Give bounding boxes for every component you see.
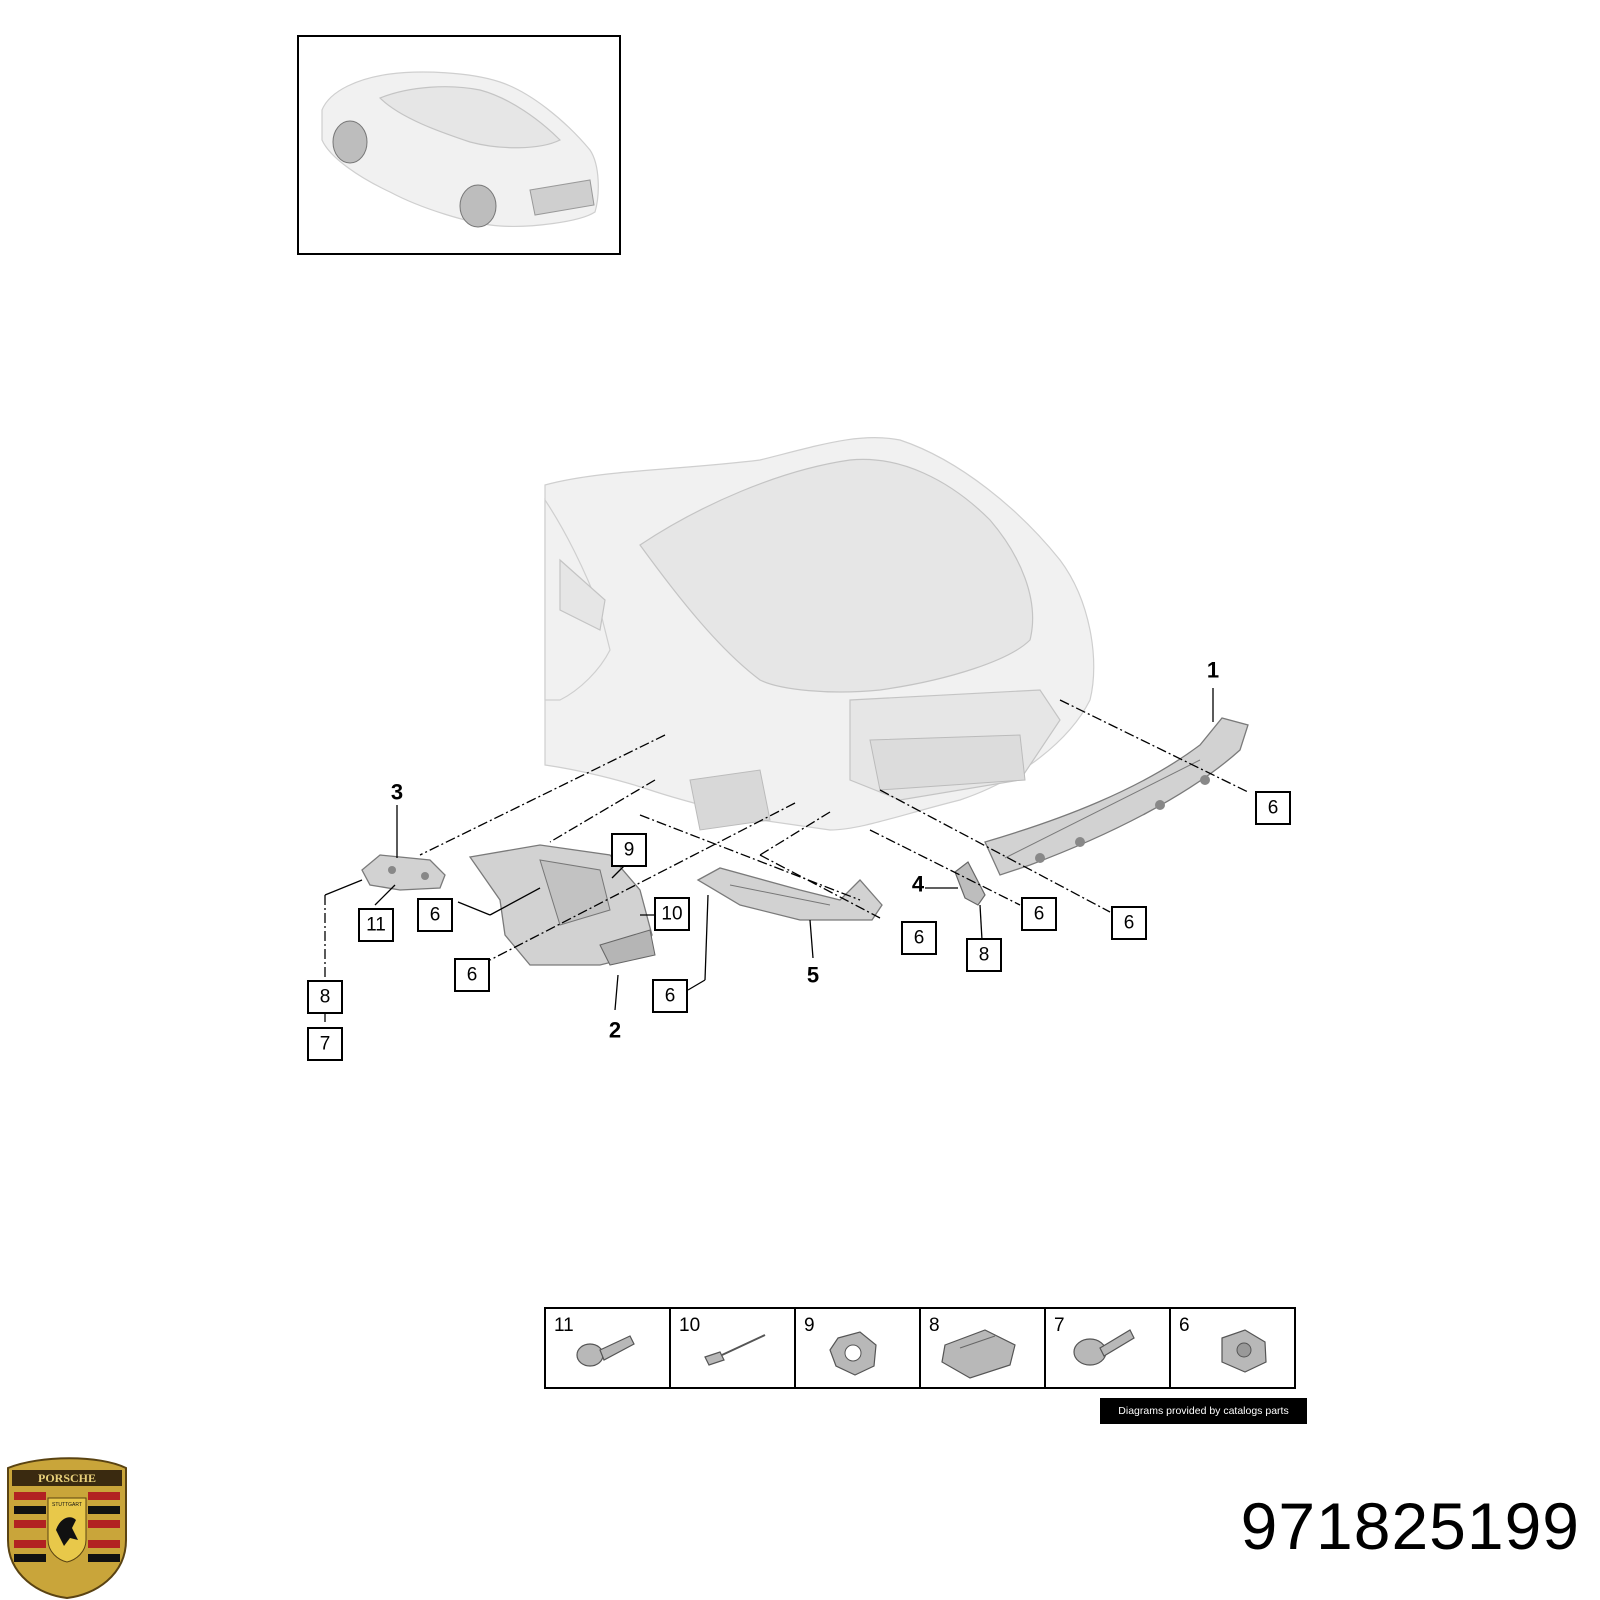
- svg-text:6: 6: [665, 986, 676, 1007]
- callout-box-10: 10: [654, 897, 690, 931]
- logo-brand: PORSCHE: [38, 1471, 96, 1485]
- callout-box-6g: 6: [652, 979, 688, 1013]
- callout-box-9: 9: [611, 833, 647, 867]
- callout-box-6a: 6: [1255, 791, 1291, 825]
- part-3-bracket: [361, 854, 446, 891]
- svg-text:8: 8: [979, 945, 990, 966]
- part-2-guide-bracket: [468, 844, 656, 966]
- legend-number: 9: [804, 1315, 815, 1336]
- callout-box-11: 11: [358, 908, 394, 942]
- legend-number: 11: [554, 1315, 574, 1336]
- legend-number: 7: [1054, 1315, 1065, 1336]
- hardware-legend: 11 10 9 8 7 6: [544, 1307, 1296, 1389]
- legend-number: 10: [679, 1315, 700, 1336]
- logo-sub: STUTTGART: [52, 1502, 82, 1508]
- callout-box-6b: 6: [1111, 906, 1147, 940]
- rivet-icon: [704, 1334, 766, 1366]
- car-rear-body: [544, 436, 1095, 831]
- lock-washer-icon: [829, 1331, 877, 1376]
- diagram-credit: Diagrams provided by catalogs parts: [1100, 1398, 1307, 1424]
- callout-box-8b: 8: [966, 938, 1002, 972]
- part-5-center-guide: [696, 867, 883, 921]
- label-part-2: 2: [609, 1018, 621, 1043]
- svg-text:8: 8: [320, 987, 331, 1008]
- svg-text:9: 9: [624, 840, 635, 861]
- svg-text:7: 7: [320, 1034, 331, 1055]
- bolt-flange-icon: [576, 1335, 635, 1367]
- callout-box-8a: 8: [307, 980, 343, 1014]
- porsche-crest-logo: PORSCHE STUTTGART: [7, 1457, 127, 1600]
- clip-nut-icon: [941, 1329, 1016, 1379]
- car-overview-icon: [321, 71, 599, 228]
- leader-lines: [324, 688, 1249, 1022]
- callout-box-6d: 6: [901, 921, 937, 955]
- screw-washer-icon: [1073, 1329, 1135, 1366]
- overview-inset: [297, 35, 621, 255]
- label-part-1: 1: [1207, 658, 1219, 683]
- callout-box-7: 7: [307, 1027, 343, 1061]
- svg-text:6: 6: [1124, 913, 1135, 934]
- svg-text:6: 6: [1034, 904, 1045, 925]
- svg-text:10: 10: [661, 904, 682, 925]
- callout-box-6c: 6: [1021, 897, 1057, 931]
- svg-text:6: 6: [914, 928, 925, 949]
- label-part-5: 5: [807, 963, 819, 988]
- label-part-3: 3: [391, 780, 403, 805]
- svg-text:11: 11: [366, 915, 386, 936]
- svg-text:6: 6: [467, 965, 478, 986]
- label-part-4: 4: [912, 872, 925, 897]
- part-number: 971825199: [1240, 1489, 1580, 1563]
- callout-box-6f: 6: [454, 958, 490, 992]
- legend-number: 6: [1179, 1315, 1190, 1336]
- part-1-bumper-carrier: [984, 717, 1249, 876]
- part-4-clip: [954, 861, 986, 906]
- callout-box-6e: 6: [417, 898, 453, 932]
- svg-text:6: 6: [1268, 798, 1279, 819]
- hex-nut-icon: [1221, 1329, 1267, 1373]
- legend-number: 8: [929, 1315, 940, 1336]
- svg-text:6: 6: [430, 905, 441, 926]
